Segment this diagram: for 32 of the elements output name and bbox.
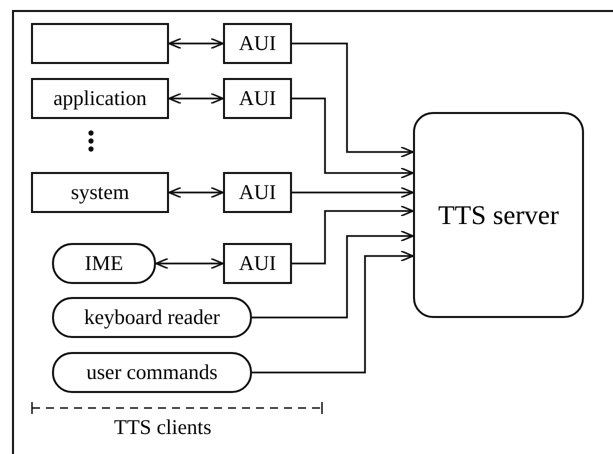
node-label: application	[53, 86, 147, 111]
node-label: user commands	[86, 360, 218, 385]
node-label: AUI	[238, 86, 276, 111]
arrow	[168, 186, 224, 198]
node-label: keyboard reader	[84, 305, 220, 330]
rounded-box	[52, 352, 252, 393]
node-label: IME	[84, 251, 124, 276]
arrow	[168, 92, 224, 104]
arrow	[252, 230, 414, 318]
process-box	[31, 78, 169, 119]
arrow	[252, 250, 414, 374]
node-label: AUI	[238, 31, 276, 56]
node-label: TTS server	[438, 200, 559, 230]
process-box	[223, 243, 292, 284]
arrow	[292, 98, 414, 179]
server-box	[413, 112, 584, 318]
arrow	[155, 258, 224, 270]
process-box	[31, 172, 169, 213]
arrow	[292, 205, 414, 264]
node-label: AUI	[238, 251, 276, 276]
arrow	[292, 42, 414, 158]
node-label: AUI	[238, 180, 276, 205]
process-box	[223, 23, 292, 64]
group-label: TTS clients	[114, 415, 212, 440]
node-label: system	[70, 180, 130, 205]
process-box	[223, 78, 292, 119]
process-box	[31, 23, 169, 64]
process-box	[223, 172, 292, 213]
arrow	[292, 186, 414, 198]
rounded-box	[52, 297, 252, 338]
rounded-box	[52, 243, 156, 284]
arrow	[168, 38, 224, 50]
